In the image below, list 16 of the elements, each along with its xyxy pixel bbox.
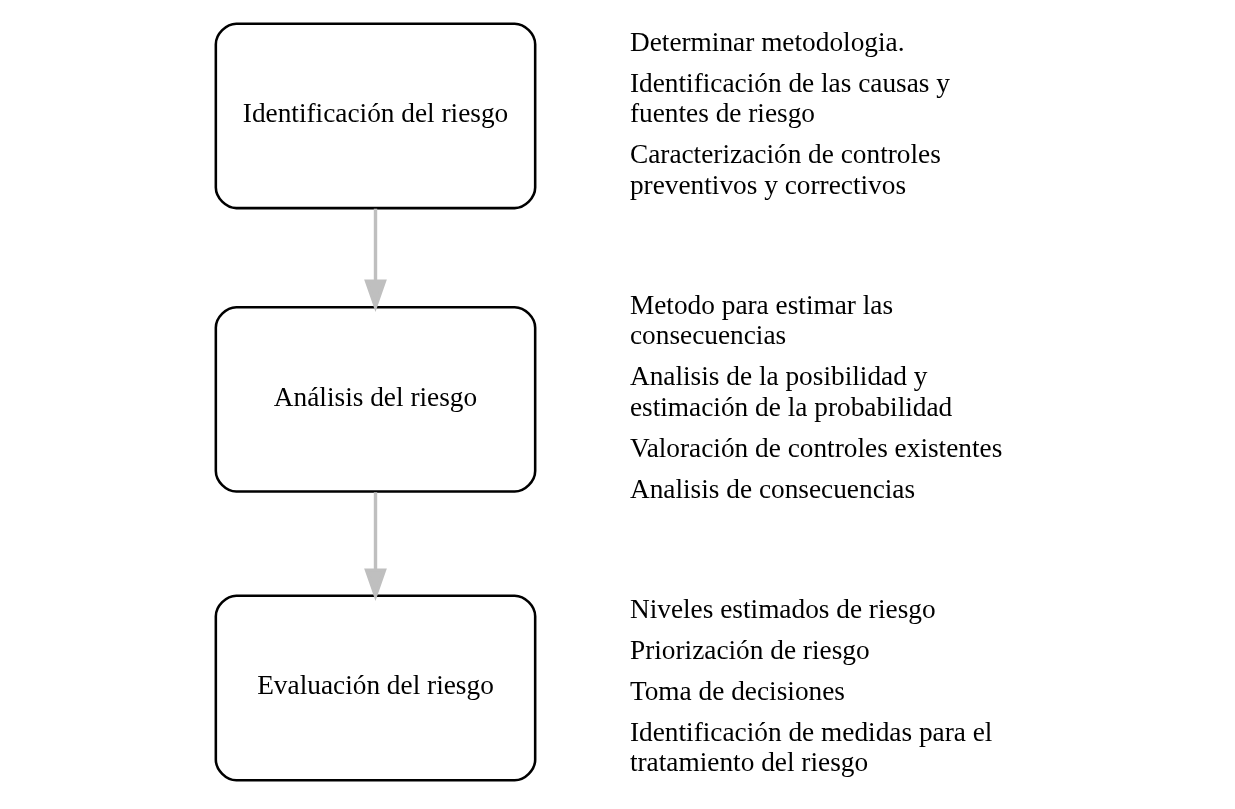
- node-label: Determinar metodologia.: [629, 26, 905, 57]
- node-label: Analisis de consecuencias: [629, 474, 915, 505]
- node-label: Identificación de las causas y fuentes de riesgo: [629, 67, 950, 129]
- node-label: Niveles estimados de riesgo: [629, 593, 936, 624]
- node-box: Identificación del riesgo: [214, 22, 536, 210]
- node-label: Metodo para estimar las consecuencias: [629, 289, 893, 351]
- arrow: [363, 208, 387, 312]
- node-label: Valoración de controles existentes: [629, 433, 1002, 464]
- node-box: Evaluación del riesgo: [214, 594, 536, 782]
- node-label: Caracterización de controles preventivos y correctivos: [629, 139, 941, 201]
- node-label: Identificación de medidas para el tratamiento del riesgo: [629, 716, 992, 778]
- node-label: Toma de decisiones: [629, 675, 845, 706]
- arrow: [363, 492, 387, 601]
- node-label: Priorización de riesgo: [629, 634, 870, 665]
- node-box: Análisis del riesgo: [214, 305, 536, 493]
- node-label: Analisis de la posibilidad y estimación de la probabilidad: [629, 361, 952, 423]
